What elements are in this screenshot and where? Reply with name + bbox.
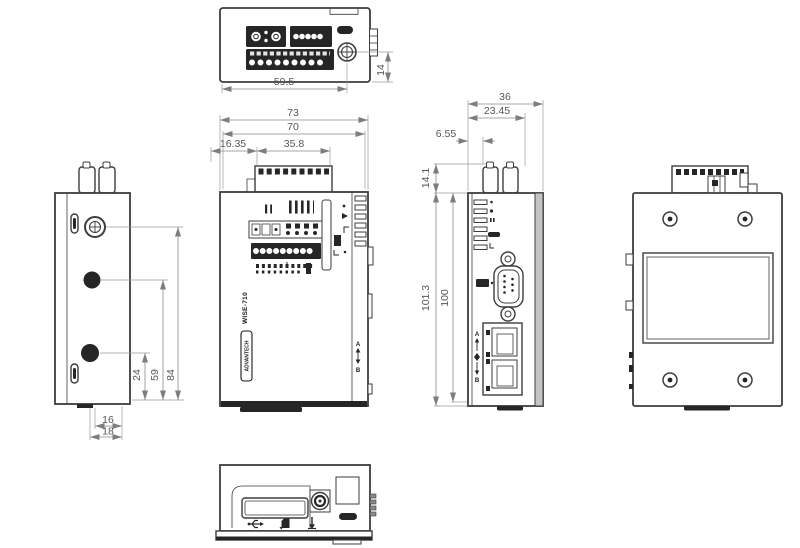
dim-label-16-35: 16.35 [220, 138, 246, 150]
dim-label-84: 84 [165, 369, 177, 381]
dimension-top-offset: 14 [357, 51, 393, 83]
bottom-right-panel [335, 476, 360, 505]
rear-left-tabs [625, 253, 634, 389]
top-terminal-block [246, 165, 333, 193]
left-dimensions: 24 59 84 16 18 [89, 226, 184, 440]
brand-label: ADVANTECH [244, 340, 250, 371]
dim-label-14: 14 [375, 64, 387, 76]
advantech-logo: ADVANTECH [240, 330, 253, 382]
screw-hole-ring [84, 216, 106, 238]
dim-label-101-3: 101.3 [420, 285, 432, 311]
mount-slot-upper [70, 213, 79, 234]
led-pill [337, 26, 353, 34]
dim-label-16: 16 [102, 414, 114, 426]
din-rail-base [221, 401, 367, 407]
din-clip-left [77, 404, 93, 408]
right-side-bumps [367, 246, 374, 395]
dim-label-70: 70 [287, 121, 299, 133]
dim-label-73: 73 [287, 107, 299, 119]
terminal-row-lower [251, 243, 321, 259]
antennas-side [482, 161, 519, 194]
eth-ab-indicator-front: A B [355, 342, 361, 374]
db9-connector [493, 251, 524, 322]
eth-b-label: B [356, 368, 361, 374]
down-arrow-icon [308, 517, 316, 530]
led-slots [473, 199, 500, 250]
battery-slot [241, 497, 309, 519]
dim-label-18: 18 [102, 426, 114, 438]
antennas-left [78, 161, 116, 194]
side-view: 36 23.45 6.55 14.1 101.3 100 [420, 91, 544, 411]
side-vents [354, 195, 367, 247]
pin-label-marks [256, 262, 314, 274]
sd-card-icon [279, 518, 290, 530]
dimension-top-width: 59.5 [221, 63, 348, 93]
port-label-tag [476, 279, 494, 287]
dim-label-23-45: 23.45 [484, 105, 510, 117]
dim-label-59-5: 59.5 [274, 76, 295, 88]
terminal-block-io-small [290, 26, 332, 47]
raised-region [231, 485, 311, 528]
antenna-connector [337, 42, 357, 62]
terminal-block-power [246, 26, 286, 47]
din-clip-side [497, 406, 523, 411]
dim-label-36: 36 [499, 91, 511, 103]
side-dimensions-left: 14.1 101.3 100 [420, 163, 487, 407]
bottom-pill-slot [339, 513, 357, 520]
eth-a-label: A [356, 342, 361, 348]
rear-terminal-block [671, 165, 758, 194]
left-view: 24 59 84 16 18 [54, 161, 184, 440]
dim-label-59: 59 [149, 369, 161, 381]
dim-label-100: 100 [439, 289, 451, 307]
eth-b-label: B [475, 378, 480, 384]
terminal-row-upper [248, 220, 329, 239]
eth-a-label: A [475, 332, 480, 338]
dip-switch-marks [265, 200, 314, 214]
bottom-edge-ridges [369, 493, 377, 517]
dim-label-14-1: 14.1 [420, 168, 432, 189]
small-indicator-icons [333, 204, 349, 256]
mount-hole-middle [83, 271, 101, 289]
mount-hole-lower [81, 344, 99, 362]
terminal-strip [246, 49, 334, 70]
usb-icon [247, 519, 264, 529]
top-notch [329, 8, 359, 15]
din-rail-recess [642, 252, 774, 344]
din-rail-clip [240, 407, 302, 412]
model-label: WISE-710 [242, 292, 249, 324]
rear-view [625, 165, 783, 411]
top-view: 59.5 14 [219, 7, 393, 93]
bottom-view [215, 464, 377, 545]
front-view: 73 70 16.35 35.8 [210, 107, 374, 412]
side-connector-profile [369, 28, 378, 57]
mount-slot-lower [70, 363, 79, 384]
sim-slot [321, 199, 332, 271]
rear-band [534, 192, 544, 407]
ethernet-ports [482, 322, 523, 396]
antenna-knob [309, 489, 331, 513]
front-dimensions: 73 70 16.35 35.8 [210, 107, 369, 190]
dim-label-35-8: 35.8 [284, 138, 305, 150]
dim-label-24: 24 [131, 369, 143, 381]
eth-ab-indicator-side: A B [474, 332, 480, 384]
side-dimensions-top: 36 23.45 6.55 [436, 91, 544, 191]
rear-screw-holes [662, 211, 753, 388]
din-clip-rear [684, 406, 730, 411]
dim-label-6-55: 6.55 [436, 128, 457, 140]
bottom-dark-edge [216, 536, 372, 540]
bottom-tab [332, 539, 362, 545]
